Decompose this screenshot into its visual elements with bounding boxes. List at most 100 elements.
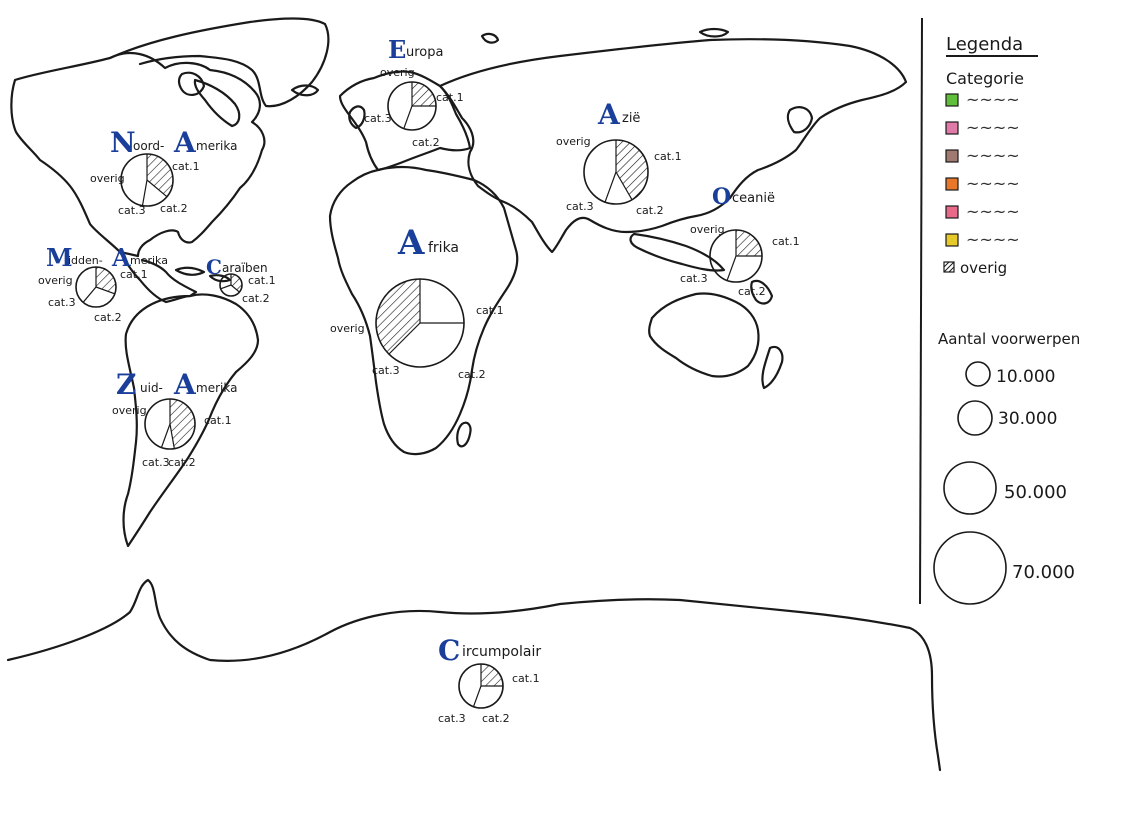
pie-label-cat3: cat.3 bbox=[372, 364, 400, 377]
north-america-coast bbox=[10, 51, 266, 258]
greenland-coast bbox=[108, 17, 330, 108]
title-rest: frika bbox=[428, 240, 459, 256]
pie-label-cat2: cat.2 bbox=[412, 136, 440, 149]
size-circle-medium bbox=[957, 400, 993, 436]
pie-label-cat2: cat.2 bbox=[482, 712, 510, 725]
size-circle-xlarge bbox=[933, 531, 1007, 605]
pie-slice-other bbox=[147, 154, 174, 197]
pie-slice-other bbox=[481, 664, 503, 686]
pie-slice-divider bbox=[726, 255, 737, 281]
category-label: ~~~~ bbox=[966, 118, 1020, 137]
legend-size-70000: 70.000 bbox=[933, 531, 1075, 605]
category-label: ~~~~ bbox=[966, 202, 1020, 221]
pie-label-cat1: cat.1 bbox=[172, 160, 200, 173]
legend-category-item: ~~~~ bbox=[945, 118, 1020, 137]
pie-slice-divider bbox=[472, 685, 482, 707]
legend-divider bbox=[919, 17, 923, 605]
uk-coast bbox=[348, 105, 366, 130]
title-initial: C bbox=[438, 634, 460, 667]
title-asia: A zië bbox=[597, 98, 640, 131]
baffin-coast bbox=[193, 78, 241, 128]
title-initial: A bbox=[397, 223, 425, 263]
size-label-10000: 10.000 bbox=[996, 367, 1055, 387]
title-rest: uid- bbox=[140, 381, 163, 395]
legend-category-item: ~~~~ bbox=[945, 230, 1020, 249]
caribbean-islands-coast bbox=[174, 266, 232, 283]
category-swatch bbox=[945, 177, 959, 191]
pacific-island-coast bbox=[750, 279, 774, 305]
pie-label-cat3: cat.3 bbox=[566, 200, 594, 213]
antarctica-coast bbox=[6, 578, 942, 772]
pie-label-other: overig bbox=[380, 66, 415, 79]
legend-category-item: ~~~~ bbox=[945, 146, 1020, 165]
title-rest: oord- bbox=[133, 139, 164, 153]
pie-slice-divider bbox=[230, 284, 240, 293]
pie-label-cat1: cat.1 bbox=[436, 91, 464, 104]
legend-size-50000: 50.000 bbox=[943, 461, 1067, 515]
pie-label-other: overig bbox=[112, 404, 147, 417]
pie-label-cat2: cat.2 bbox=[168, 456, 196, 469]
pie-label-cat2: cat.2 bbox=[160, 202, 188, 215]
legend-other: overig bbox=[943, 259, 1007, 277]
title-initial: E bbox=[388, 35, 406, 64]
legend-size-10000: 10.000 bbox=[965, 361, 1055, 387]
title-rest-2: merika bbox=[196, 381, 237, 395]
madagascar-coast bbox=[456, 421, 472, 448]
title-initial: A bbox=[597, 98, 621, 131]
legend-category-item: ~~~~ bbox=[945, 202, 1020, 221]
new-zealand-coast bbox=[761, 345, 784, 390]
europe-coast bbox=[338, 70, 472, 172]
title-initial-2: A bbox=[111, 243, 131, 272]
size-label-50000: 50.000 bbox=[1004, 482, 1067, 503]
north-island-coast bbox=[698, 27, 730, 38]
category-swatch bbox=[945, 205, 959, 219]
legend-category-list: ~~~~~~~~~~~~~~~~~~~~~~~~ bbox=[945, 90, 1020, 249]
pie-slice-other bbox=[412, 82, 436, 106]
pie-slice-divider bbox=[82, 286, 97, 303]
pie-slice-divider bbox=[146, 179, 168, 198]
pie-label-cat3: cat.3 bbox=[438, 712, 466, 725]
title-caribbean: C araïben bbox=[206, 255, 268, 279]
pie-label-cat2: cat.2 bbox=[242, 292, 270, 305]
pie-label-other: overig bbox=[90, 172, 125, 185]
category-swatch bbox=[945, 233, 959, 247]
pie-label-cat2: cat.2 bbox=[458, 368, 486, 381]
pie-slice-divider bbox=[403, 105, 413, 129]
pie-label-cat1: cat.1 bbox=[204, 414, 232, 427]
category-label: ~~~~ bbox=[966, 230, 1020, 249]
pie-label-cat2: cat.2 bbox=[738, 285, 766, 298]
pie-slice-divider bbox=[220, 284, 232, 290]
pie-label-cat3: cat.3 bbox=[118, 204, 146, 217]
region-pie: cat.1 cat.2 cat.3 overig bbox=[90, 153, 200, 217]
size-label-70000: 70.000 bbox=[1012, 562, 1075, 583]
pie-slice-other bbox=[96, 267, 116, 294]
legend-size-heading: Aantal voorwerpen bbox=[938, 330, 1080, 348]
category-label: ~~~~ bbox=[966, 90, 1020, 109]
pie-label-cat1: cat.1 bbox=[654, 150, 682, 163]
title-north-america: N oord- A merika bbox=[110, 126, 237, 159]
japan-coast bbox=[786, 106, 814, 134]
pie-label-cat2: cat.2 bbox=[94, 311, 122, 324]
title-europe: E uropa bbox=[388, 35, 443, 64]
pie-label-other: overig bbox=[556, 135, 591, 148]
size-label-30000: 30.000 bbox=[998, 409, 1057, 429]
pie-label-other: overig bbox=[330, 322, 365, 335]
pie-slice-divider bbox=[141, 179, 148, 206]
pie-label-other: overig bbox=[690, 223, 725, 236]
pie-slice-divider bbox=[615, 171, 633, 201]
title-initial-2: A bbox=[173, 126, 197, 159]
pie-label-cat3: cat.3 bbox=[48, 296, 76, 309]
pie-label-cat3: cat.3 bbox=[680, 272, 708, 285]
title-rest-2: merika bbox=[130, 254, 168, 267]
central-america-coast bbox=[118, 250, 198, 304]
title-rest-2: merika bbox=[196, 139, 237, 153]
category-label: ~~~~ bbox=[966, 146, 1020, 165]
size-circle-large bbox=[943, 461, 997, 515]
legend-title: Legenda bbox=[946, 34, 1023, 55]
